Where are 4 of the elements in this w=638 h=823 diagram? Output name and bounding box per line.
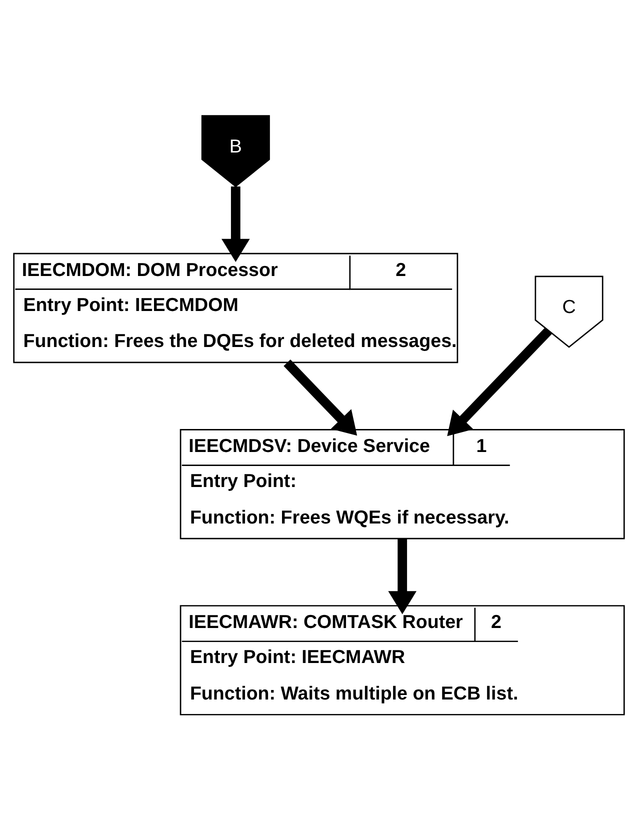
arrow	[221, 186, 250, 262]
arrow	[284, 360, 358, 436]
arrow	[447, 327, 552, 436]
arrow	[388, 538, 417, 614]
